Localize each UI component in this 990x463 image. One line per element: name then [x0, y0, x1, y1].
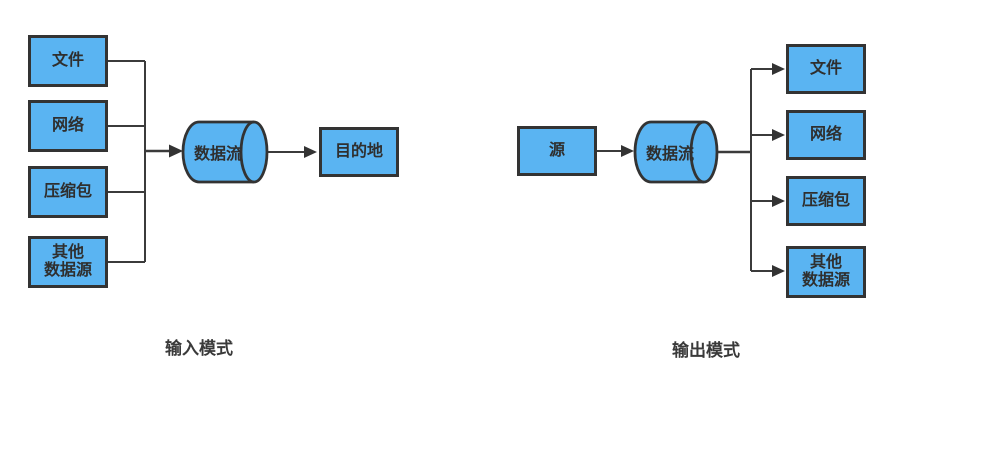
node-destination: 目的地: [319, 127, 399, 177]
node-input-network: 网络: [28, 100, 108, 152]
node-input-archive: 压缩包: [28, 166, 108, 218]
cylinder-label-output-stream: 数据流: [645, 146, 694, 163]
node-input-file: 文件: [28, 35, 108, 87]
cylinder-rim: [689, 120, 705, 184]
node-output-network: 网络: [786, 110, 866, 160]
arrowhead-icon: [772, 63, 785, 75]
node-output-file: 文件: [786, 44, 866, 94]
arrowhead-icon: [169, 144, 183, 158]
arrowhead-icon: [772, 129, 785, 141]
node-source: 源: [517, 126, 597, 176]
arrowhead-icon: [304, 146, 317, 158]
node-input-other-sources: 其他 数据源: [28, 236, 108, 288]
caption-input-mode: 输入模式: [165, 339, 233, 358]
arrowhead-icon: [621, 145, 634, 157]
arrowhead-icon: [772, 265, 785, 277]
arrowhead-icon: [772, 195, 785, 207]
cylinder-label-input-stream: 数据流: [193, 146, 242, 163]
caption-output-mode: 输出模式: [672, 341, 740, 360]
node-output-other-sources: 其他 数据源: [786, 246, 866, 298]
node-output-archive: 压缩包: [786, 176, 866, 226]
cylinder-rim: [239, 120, 255, 184]
